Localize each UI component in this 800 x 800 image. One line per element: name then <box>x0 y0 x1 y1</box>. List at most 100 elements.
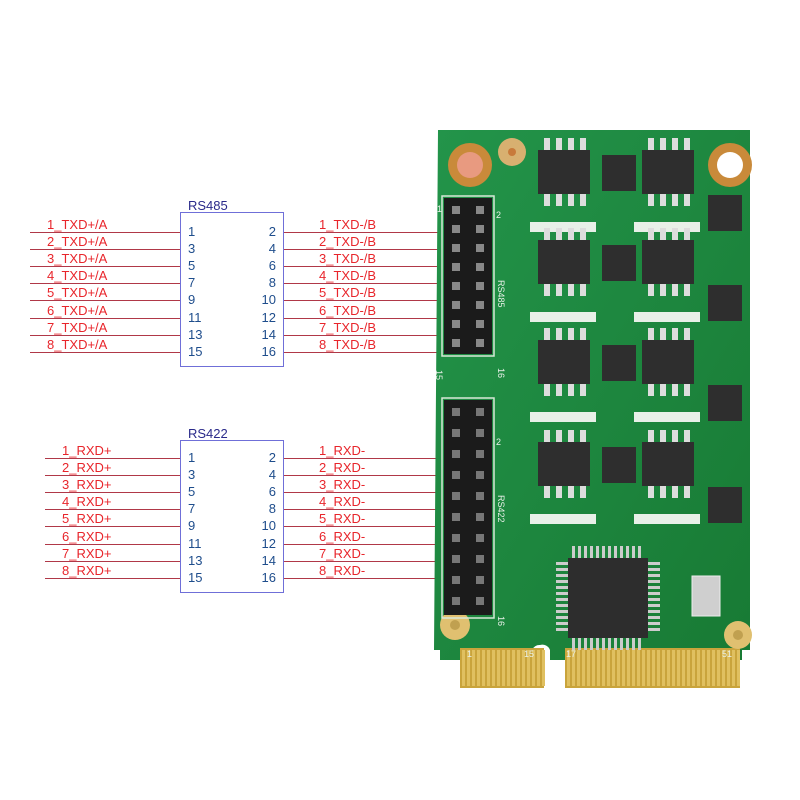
right-signal-label: 6_RXD- <box>319 528 366 544</box>
right-signal-label: 1_RXD- <box>319 443 366 458</box>
edge-label: 17 <box>566 649 576 659</box>
right-pin-number: 4 <box>268 241 276 257</box>
right-pin-number: 8 <box>268 275 276 291</box>
left-signal-label: 6_TXD+/A <box>47 302 108 318</box>
left-wire <box>30 317 180 319</box>
left-pin-number: 3 <box>188 241 196 257</box>
left-pin-number: 15 <box>188 569 203 585</box>
right-pin-number: 12 <box>261 309 276 325</box>
silk-pin: 2 <box>496 437 501 447</box>
driver-chip <box>538 240 590 284</box>
transistor <box>708 195 742 231</box>
left-signal-label: 2_TXD+/A <box>47 234 108 250</box>
right-pin-number: 6 <box>268 258 276 274</box>
transistor <box>602 345 636 381</box>
driver-chip <box>642 442 694 486</box>
right-pin-number: 16 <box>261 343 276 359</box>
left-signal-label: 5_TXD+/A <box>47 285 108 301</box>
silk-pin: 2 <box>496 210 501 220</box>
left-wire <box>45 543 180 545</box>
left-signal-label: 4_RXD+ <box>62 494 112 510</box>
driver-chip <box>538 340 590 384</box>
left-pin-number: 9 <box>188 292 196 308</box>
right-wire <box>284 475 442 477</box>
edge-label: 51 <box>722 649 732 659</box>
right-signal-label: 6_TXD-/B <box>319 302 377 318</box>
left-pin-number: 5 <box>188 484 196 500</box>
right-signal-label: 5_TXD-/B <box>319 285 377 301</box>
right-pin-number: 14 <box>261 326 276 342</box>
left-pin-number: 1 <box>188 224 196 239</box>
right-signal-label: 8_TXD-/B <box>319 336 377 352</box>
oscillator <box>691 575 721 617</box>
right-signal-label: 2_TXD-/B <box>319 234 377 250</box>
silk-pin: 16 <box>496 616 506 626</box>
transistor <box>602 155 636 191</box>
right-signal-label: 3_RXD- <box>319 477 366 493</box>
left-signal-label: 4_TXD+/A <box>47 268 108 284</box>
right-pin-number: 2 <box>268 224 276 239</box>
left-signal-label: 5_RXD+ <box>62 511 112 527</box>
right-pin-number: 16 <box>261 569 276 585</box>
left-pin-number: 9 <box>188 518 196 534</box>
left-wire <box>30 232 180 233</box>
left-signal-label: 3_TXD+/A <box>47 251 108 267</box>
left-wire <box>45 458 180 459</box>
right-wire <box>284 526 442 528</box>
right-signal-label: 8_RXD- <box>319 562 366 578</box>
left-pin-number: 3 <box>188 467 196 483</box>
driver-chip <box>538 442 590 486</box>
right-pin-number: 10 <box>261 518 276 534</box>
left-pin-number: 13 <box>188 552 203 568</box>
right-pin-number: 4 <box>268 467 276 483</box>
left-signal-label: 8_TXD+/A <box>47 336 108 352</box>
right-wire <box>284 492 442 494</box>
right-signal-label: 3_TXD-/B <box>319 251 377 267</box>
left-wire <box>45 509 180 511</box>
left-signal-label: 1_RXD+ <box>62 443 112 458</box>
right-signal-label: 7_TXD-/B <box>319 319 377 335</box>
rs485-title: RS485 <box>188 198 228 213</box>
right-wire <box>284 283 442 285</box>
edge-label: 1 <box>467 649 472 659</box>
right-wire <box>284 560 442 562</box>
right-wire <box>284 334 442 336</box>
transistor <box>708 385 742 421</box>
left-signal-label: 7_RXD+ <box>62 545 112 561</box>
right-signal-label: 4_RXD- <box>319 494 366 510</box>
transistor <box>708 285 742 321</box>
gold-edge-connector <box>460 648 740 688</box>
left-wire <box>30 334 180 336</box>
right-wire <box>284 317 442 319</box>
left-signal-label: 7_TXD+/A <box>47 319 108 335</box>
left-pin-number: 7 <box>188 275 196 291</box>
transistor <box>602 245 636 281</box>
right-wire <box>284 543 442 545</box>
right-wire <box>284 266 442 268</box>
rs485-connector-box <box>180 212 284 367</box>
right-wire <box>284 509 442 511</box>
left-pin-number: 11 <box>188 309 202 325</box>
left-wire <box>30 266 180 268</box>
right-wire <box>284 249 442 251</box>
right-signal-label: 7_RXD- <box>319 545 366 561</box>
right-pin-number: 14 <box>261 552 276 568</box>
left-signal-label: 3_RXD+ <box>62 477 112 493</box>
left-wire <box>30 300 180 302</box>
right-signal-label: 2_RXD- <box>319 460 366 476</box>
silk-pin: 16 <box>496 368 506 378</box>
right-pin-number: 6 <box>268 484 276 500</box>
left-pin-number: 15 <box>188 343 203 359</box>
left-pin-number: 1 <box>188 450 196 465</box>
left-wire <box>30 283 180 285</box>
transistor <box>708 487 742 523</box>
driver-chip <box>538 150 590 194</box>
left-signal-label: 1_TXD+/A <box>47 217 108 232</box>
left-signal-label: 8_RXD+ <box>62 562 112 578</box>
rs485-silkscreen: RS485 <box>496 280 506 308</box>
right-wire <box>284 300 442 302</box>
left-pin-number: 13 <box>188 326 203 342</box>
right-wire <box>284 577 442 579</box>
rs422-silkscreen: RS422 <box>496 495 506 523</box>
right-pin-number: 2 <box>268 450 276 465</box>
